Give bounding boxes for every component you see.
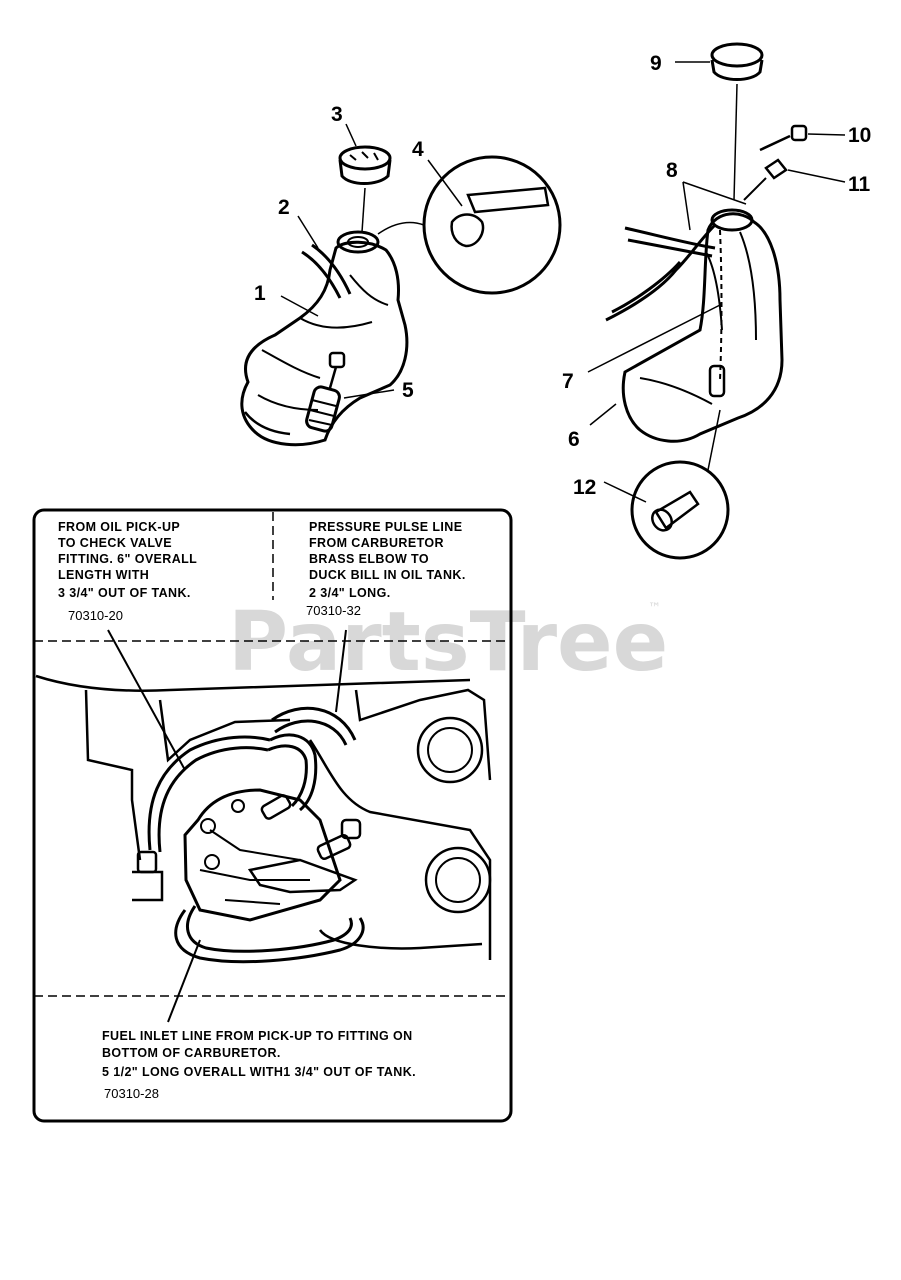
- callout-4: 4: [412, 138, 424, 161]
- oil-pickup-detail: [630, 409, 730, 560]
- part-number-oil-pickup: 70310-20: [68, 608, 123, 623]
- callout-numbers: 1 2 3 4 5 6 7 8 9 10 11 12: [254, 52, 871, 499]
- part-number-pressure-pulse: 70310-32: [306, 603, 361, 618]
- fuel-tank-assembly: [240, 145, 562, 447]
- callout-2: 2: [278, 196, 290, 219]
- callout-11: 11: [848, 173, 871, 196]
- note-pressure-pulse: PRESSURE PULSE LINE FROM CARBURETOR BRAS…: [309, 520, 470, 600]
- oil-tank-illustration: [621, 212, 784, 443]
- callout-1: 1: [254, 282, 266, 305]
- callout-8: 8: [666, 159, 678, 182]
- callout-6: 6: [568, 428, 580, 451]
- duckbill-detail: [377, 155, 562, 295]
- vent-tube: [301, 243, 352, 299]
- leader-lines-left: [280, 123, 463, 399]
- callout-12: 12: [573, 476, 596, 499]
- watermark-trademark: ™: [648, 601, 661, 616]
- check-valve-fittings: [743, 124, 808, 201]
- carburetor-illustration: [35, 674, 492, 964]
- callout-7: 7: [562, 370, 574, 393]
- hose-routing-detail: FROM OIL PICK-UP TO CHECK VALVE FITTING.…: [32, 508, 513, 1123]
- note-oil-pickup: FROM OIL PICK-UP TO CHECK VALVE FITTING.…: [58, 520, 201, 600]
- leader-lines-right: [587, 61, 846, 503]
- note-leaders: [107, 629, 347, 1023]
- fuel-filter-illustration: [305, 351, 346, 433]
- oil-cap-illustration: [710, 42, 764, 81]
- callout-5: 5: [402, 379, 414, 402]
- callout-10: 10: [848, 124, 871, 147]
- part-number-fuel-inlet: 70310-28: [104, 1086, 159, 1101]
- pulse-hose: [605, 223, 717, 322]
- oil-tank-assembly: [605, 42, 808, 560]
- detail-frame: [32, 508, 513, 1123]
- watermark-text: PartsTree: [228, 595, 668, 690]
- watermark: PartsTree ™: [228, 595, 668, 690]
- callout-3: 3: [331, 103, 343, 126]
- note-fuel-inlet: FUEL INLET LINE FROM PICK-UP TO FITTING …: [102, 1029, 416, 1079]
- callout-9: 9: [650, 52, 662, 75]
- fuel-cap-illustration: [338, 145, 392, 185]
